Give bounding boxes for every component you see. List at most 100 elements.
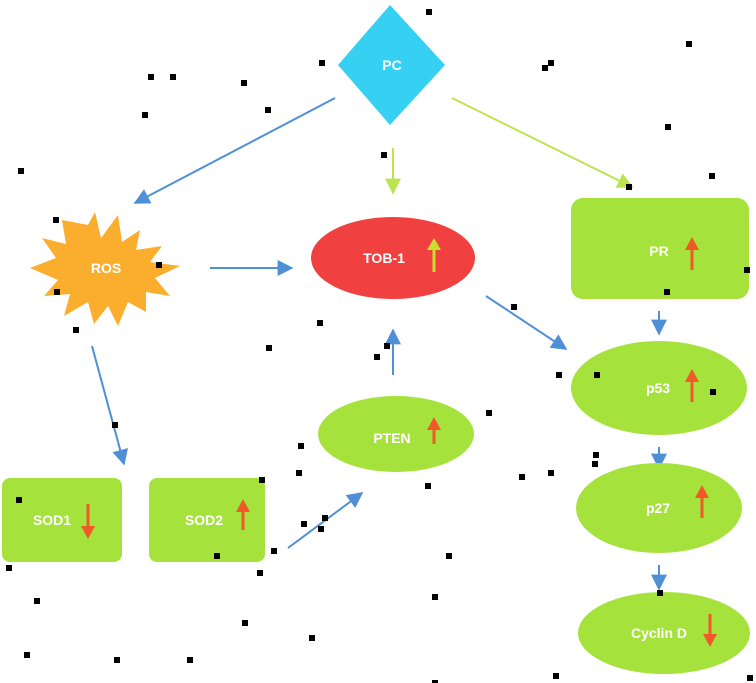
speckle-dot [511,304,517,310]
cyclin-d-label: Cyclin D [631,625,687,641]
speckle-dot [309,635,315,641]
pten-label: PTEN [373,430,410,446]
p53-label: p53 [646,380,670,396]
speckle-dot [54,289,60,295]
pc-label: PC [382,57,401,73]
speckle-dot [686,41,692,47]
speckle-dot [710,389,716,395]
speckle-dot [744,267,750,273]
node-pr: PR [571,198,749,299]
sod1-label: SOD1 [33,512,71,528]
speckle-dot [664,289,670,295]
speckle-dot [432,594,438,600]
p53-up-arrow-icon [685,369,699,402]
speckle-dot [747,675,753,681]
speckle-dot [257,570,263,576]
speckle-dot [265,107,271,113]
speckle-dot [322,515,328,521]
speckle-dot [266,345,272,351]
speckle-dot [592,461,598,467]
sod1-box [2,478,122,562]
ros-label: ROS [91,260,121,276]
node-pten: PTEN [318,396,474,472]
speckle-dot [271,548,277,554]
speckle-dot [317,320,323,326]
speckle-dot [626,184,632,190]
speckle-dot [657,590,663,596]
speckle-dot [73,327,79,333]
p53-ellipse [571,341,747,435]
edge-tob1-to-p53 [485,295,568,350]
edge-ros-to-sod1 [91,345,128,466]
speckle-dot [432,680,438,683]
speckle-dot [665,124,671,130]
speckle-dot [425,483,431,489]
speckle-dot [593,452,599,458]
speckle-dot [519,474,525,480]
node-sod2: SOD2 [149,478,265,562]
node-p27: p27 [576,463,742,553]
tob1-ellipse [311,217,475,299]
pc-diamond [338,5,445,125]
speckle-dot [6,565,12,571]
p27-ellipse [576,463,742,553]
speckle-dot [18,168,24,174]
p27-label: p27 [646,500,670,516]
node-pc: PC [338,5,445,125]
speckle-dot [34,598,40,604]
node-sod1: SOD1 [2,478,122,562]
speckle-dot [214,553,220,559]
sod1-down-arrow-icon [81,504,95,539]
speckle-dot [112,422,118,428]
speckle-dot [548,470,554,476]
speckle-dot [426,9,432,15]
cyclin-d-ellipse [578,592,750,674]
edge-pc-to-ros [133,97,336,204]
pten-ellipse [318,396,474,472]
node-tob1: TOB-1 [311,217,475,299]
tob1-label: TOB-1 [363,250,405,266]
speckle-dot [301,521,307,527]
pten-up-arrow-icon [427,417,441,444]
edge-pc-to-pr [451,97,634,188]
speckle-dot [259,477,265,483]
speckle-dot [374,354,380,360]
speckle-dot [242,620,248,626]
sod2-label: SOD2 [185,512,223,528]
speckle-dot [241,80,247,86]
speckle-dot [556,372,562,378]
pr-label: PR [649,243,668,259]
cyclin-d-down-arrow-icon [703,614,717,647]
speckle-dot [24,652,30,658]
ros-starburst [30,212,180,326]
speckle-dot [594,372,600,378]
speckle-dot [187,657,193,663]
speckle-dot [156,262,162,268]
speckle-dot [553,673,559,679]
speckle-dot [384,343,390,349]
sod2-box [149,478,265,562]
speckle-noise [6,9,753,683]
tob1-up-arrow-icon [427,238,441,272]
speckle-dot [16,497,22,503]
pr-box [571,198,749,299]
node-ros: ROS [30,212,180,326]
speckle-dot [709,173,715,179]
speckle-dot [486,410,492,416]
speckle-dot [148,74,154,80]
speckle-dot [542,65,548,71]
speckle-dot [446,553,452,559]
speckle-dot [548,60,554,66]
speckle-dot [318,526,324,532]
speckle-dot [114,657,120,663]
node-cyclin-d: Cyclin D [578,592,750,674]
sod2-up-arrow-icon [236,499,250,530]
pr-up-arrow-icon [685,237,699,270]
speckle-dot [142,112,148,118]
speckle-dot [53,217,59,223]
speckle-dot [296,470,302,476]
p27-up-arrow-icon [695,485,709,518]
speckle-dot [298,443,304,449]
speckle-dot [381,152,387,158]
